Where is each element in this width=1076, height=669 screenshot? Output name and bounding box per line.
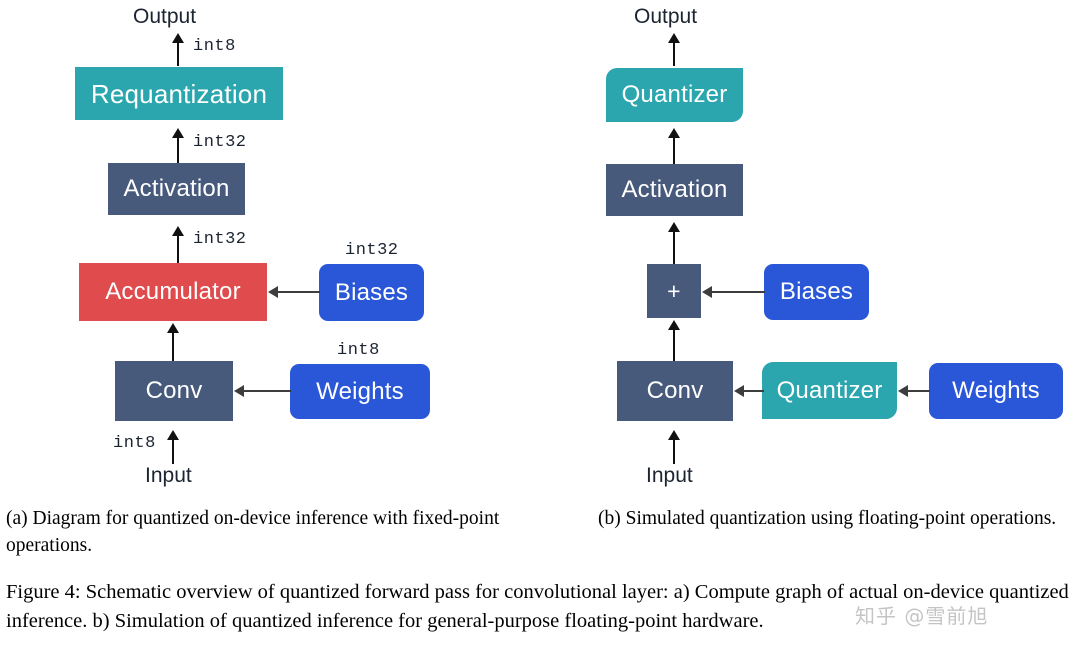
diagram-b-node-weights[interactable]: Weights: [929, 363, 1063, 419]
diagram-b-edge-weights-to-quantizer-arrowhead: [898, 385, 908, 397]
diagram-b-node-biases[interactable]: Biases: [764, 264, 869, 320]
subcaption-a: (a) Diagram for quantized on-device infe…: [6, 508, 500, 556]
figure-caption: Figure 4: Schematic overview of quantize…: [6, 581, 1069, 632]
diagram-b-edge-adder-to-activation-arrowhead: [668, 222, 680, 232]
diagram-a-edge-activation-to-requantization-line: [177, 138, 179, 164]
diagram-b-output-label: Output: [634, 5, 698, 28]
figure-image: Output int8 Requantization int32 Activat…: [75, 5, 1063, 487]
diagram-b-edge-weights-to-quantizer-line: [908, 390, 930, 392]
diagram-b-node-activation[interactable]: Activation: [606, 164, 743, 216]
diagram-b-edge-quantizer-to-conv-line: [744, 390, 764, 392]
diagram-a-node-weights[interactable]: Weights: [290, 364, 430, 419]
diagram-b-edge-input-to-conv-line: [673, 440, 675, 464]
diagram-a-edge-biases-to-accumulator-line: [278, 291, 320, 293]
diagram-a-edge-biases-to-accumulator-arrowhead: [268, 286, 278, 298]
diagram-a-edge-input-to-conv-arrowhead: [167, 430, 179, 440]
diagram-b-node-conv[interactable]: Conv: [617, 361, 733, 421]
diagram-a-node-activation[interactable]: Activation: [108, 163, 245, 215]
diagram-a-edge-accumulator-to-activation-arrowhead: [172, 226, 184, 236]
diagram-a-node-biases[interactable]: Biases: [319, 264, 424, 321]
diagram-a-dtype-input: int8: [113, 434, 156, 453]
diagram-a-node-conv[interactable]: Conv: [115, 361, 233, 421]
diagram-a-edge-weights-to-conv-line: [244, 390, 291, 392]
diagram-a-node-requantization[interactable]: Requantization: [75, 67, 283, 120]
diagram-a-dtype-weights: int8: [337, 341, 380, 360]
subcaption-b: (b) Simulated quantization using floatin…: [598, 508, 1057, 529]
diagram-a-output-label: Output: [133, 5, 197, 28]
diagram-b-edge-activation-to-quantizer-line: [673, 138, 675, 164]
diagram-a-dtype-biases: int32: [345, 241, 399, 260]
diagram-a-dtype-into-requantization: int32: [193, 133, 247, 152]
diagram-b-edge-conv-to-adder-line: [673, 330, 675, 361]
diagram-b-edge-conv-to-adder-arrowhead: [668, 320, 680, 330]
diagram-a-edge-requantization-to-output-arrowhead: [172, 33, 184, 43]
diagram-b-node-quantizer-weights[interactable]: Quantizer: [762, 362, 897, 419]
diagram-a-edge-activation-to-requantization-arrowhead: [172, 128, 184, 138]
diagram-b-input-label: Input: [646, 464, 693, 487]
diagram-b-edge-biases-to-adder-line: [712, 291, 765, 293]
diagram-a-edge-input-to-conv-line: [172, 440, 174, 464]
diagram-b-edge-input-to-conv-arrowhead: [668, 430, 680, 440]
diagram-a-edge-requantization-to-output-line: [177, 42, 179, 66]
diagram-b-edge-activation-to-quantizer-arrowhead: [668, 128, 680, 138]
diagram-a-dtype-into-activation: int32: [193, 230, 247, 249]
diagram-b-edge-quantizer-to-output-arrowhead: [668, 33, 680, 43]
diagram-a-node-accumulator[interactable]: Accumulator: [79, 263, 267, 321]
diagram-b-node-quantizer-output[interactable]: Quantizer: [606, 68, 743, 122]
diagram-a-edge-conv-to-accumulator-arrowhead: [167, 323, 179, 333]
diagram-b-edge-quantizer-to-conv-arrowhead: [734, 385, 744, 397]
diagram-a-dtype-out-of-requantization: int8: [193, 37, 236, 56]
diagram-a-edge-conv-to-accumulator-line: [172, 333, 174, 361]
diagram-b-edge-adder-to-activation-line: [673, 232, 675, 264]
diagram-a-input-label: Input: [145, 464, 192, 487]
diagram-b-edge-quantizer-to-output-line: [673, 42, 675, 66]
diagram-b-node-adder[interactable]: +: [647, 264, 701, 318]
diagram-a-edge-accumulator-to-activation-line: [177, 236, 179, 263]
diagram-b-edge-biases-to-adder-arrowhead: [702, 286, 712, 298]
diagram-a-edge-weights-to-conv-arrowhead: [234, 385, 244, 397]
